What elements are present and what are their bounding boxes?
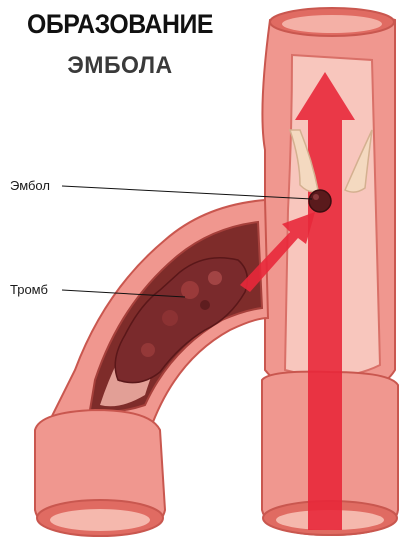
title-line-1: ОБРАЗОВАНИЕ bbox=[10, 9, 231, 40]
title-line-2: ЭМБОЛА bbox=[5, 52, 235, 80]
bottom-left-opening bbox=[35, 410, 165, 536]
embolus bbox=[309, 190, 331, 212]
thrombus-label: Тромб bbox=[10, 282, 48, 297]
embolus-label: Эмбол bbox=[10, 178, 50, 193]
